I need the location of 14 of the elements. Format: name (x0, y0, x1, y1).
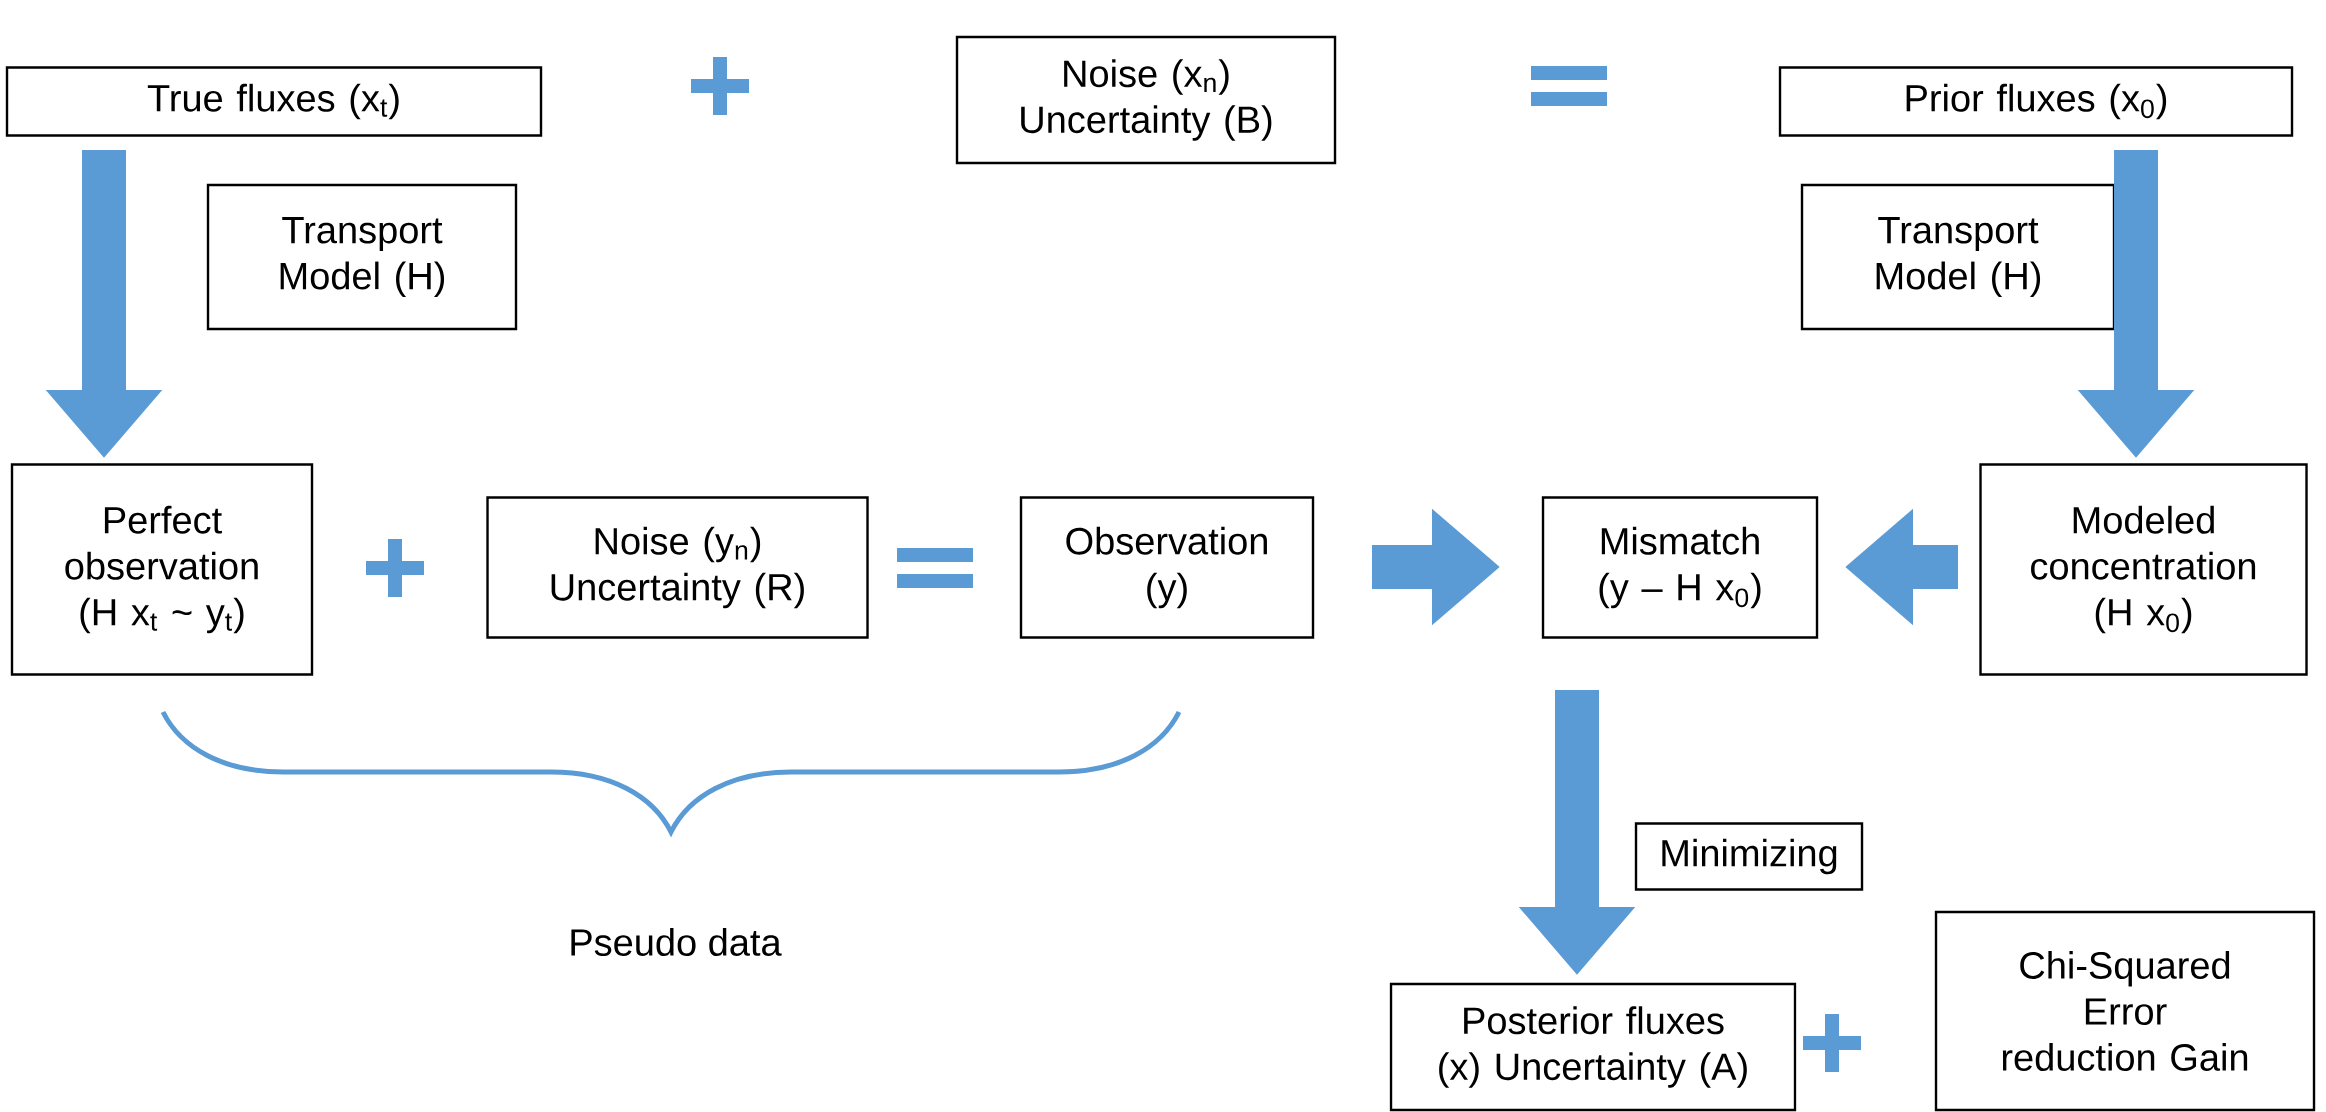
text-box: Perfect observation (H x$_{t}$ ~ y$_{t}$) (10, 463, 314, 676)
text-box: Posterior fluxes (x) Uncertainty (A) (1389, 982, 1797, 1112)
text-box: Noise (y$_{n}$) Uncertainty (R) (486, 496, 869, 639)
text-box: True fluxes (x$_{t}$) (5, 66, 543, 137)
text-box: Minimizing (1634, 822, 1864, 891)
caption-text: Pseudo data (571, 928, 782, 956)
text-box: Chi-Squared Error reduction Gain (1934, 910, 2316, 1112)
text-box: Transport Model (H) (1800, 183, 2116, 331)
text-box: Modeled concentration (H x$_{0}$) (1979, 463, 2308, 676)
text-box: Transport Model (H) (206, 183, 518, 331)
text-box: Observation (y) (1019, 496, 1315, 639)
text-box: Prior fluxes (x$_{0}$) (1778, 66, 2294, 137)
text-box: Mismatch (y – H x$_{0}$) (1541, 496, 1819, 639)
text-box: Noise (x$_{n}$) Uncertainty (B) (955, 35, 1337, 165)
